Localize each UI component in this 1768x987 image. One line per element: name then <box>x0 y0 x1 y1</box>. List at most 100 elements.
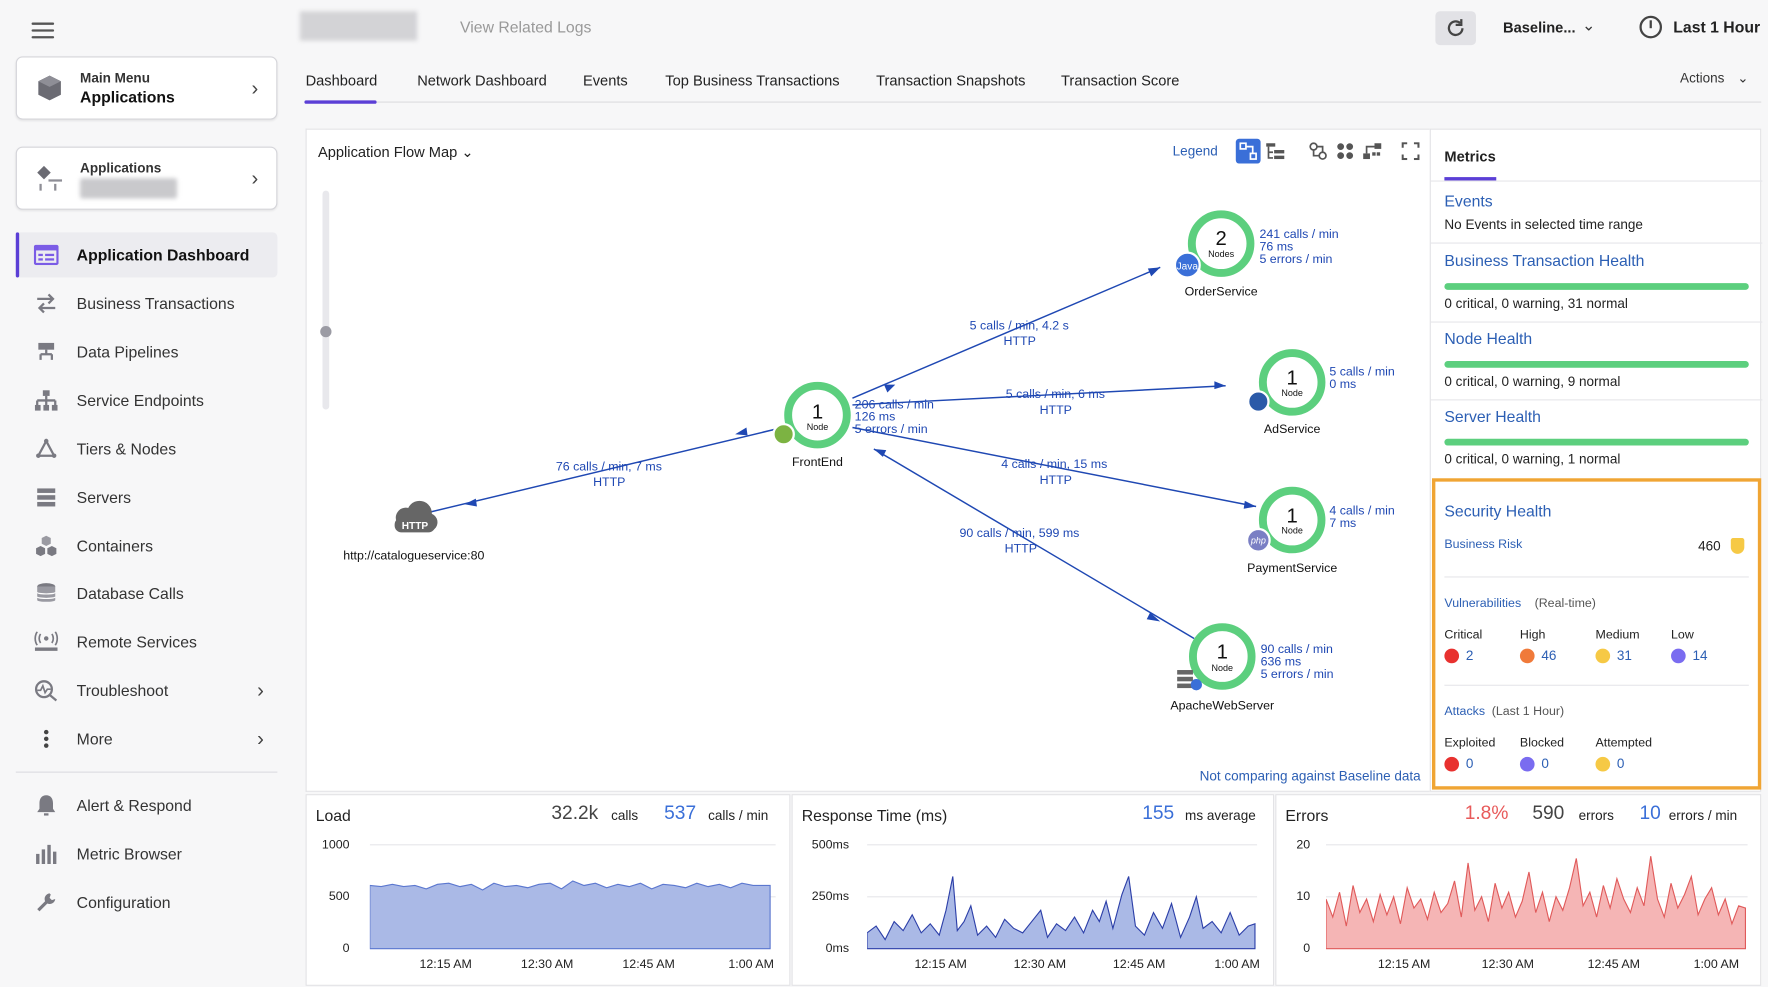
business-risk-link[interactable]: Business Risk <box>1444 538 1523 552</box>
node-unit: Nodes <box>1208 249 1235 259</box>
node-stat: 636 ms <box>1261 655 1302 669</box>
edge-frontend-adservice[interactable] <box>852 385 1226 406</box>
sidebar-item-label: Remote Services <box>76 632 197 651</box>
hamburger-menu-icon[interactable] <box>31 22 55 39</box>
attacks-link[interactable]: Attacks <box>1444 705 1486 719</box>
vuln-value-high[interactable]: 46 <box>1541 647 1557 664</box>
actions-menu[interactable]: Actions ⌄ <box>1680 70 1749 86</box>
events-link[interactable]: Events <box>1444 191 1493 210</box>
time-range-selector[interactable]: Last 1 Hour <box>1673 18 1761 37</box>
node-stat: 5 errors / min <box>855 422 928 436</box>
bell-icon <box>34 793 59 818</box>
sidebar-item-configuration[interactable]: Configuration <box>16 880 278 925</box>
edge-frontend-orderservice[interactable] <box>852 266 1161 399</box>
zoom-slider-handle[interactable] <box>320 325 332 338</box>
edge-frontend-paymentservice[interactable] <box>852 426 1257 508</box>
bt-health-bar <box>1444 283 1749 290</box>
tab-transaction-score[interactable]: Transaction Score <box>1061 72 1180 90</box>
tree-layout-button[interactable] <box>1263 139 1288 164</box>
response-time-chart-panel[interactable]: Response Time (ms) 155 ms average 500ms … <box>791 794 1275 986</box>
y-tick: 500ms <box>811 838 850 852</box>
applications-card[interactable]: Applications › <box>15 146 278 210</box>
sidebar-item-label: Servers <box>76 488 132 507</box>
attack-value-exploited[interactable]: 0 <box>1465 755 1474 772</box>
cluster-layout-button[interactable] <box>1360 139 1385 164</box>
node-unit: Node <box>807 422 829 432</box>
legend-link[interactable]: Legend <box>1172 143 1218 160</box>
fullscreen-button[interactable] <box>1398 139 1423 164</box>
sidebar-item-troubleshoot[interactable]: Troubleshoot › <box>16 668 278 713</box>
edge-apache-frontend[interactable] <box>873 448 1195 640</box>
vulnerabilities-link[interactable]: Vulnerabilities <box>1444 596 1522 611</box>
security-health-link[interactable]: Security Health <box>1444 501 1552 521</box>
main-menu-card[interactable]: Main Menu Applications › <box>15 56 278 120</box>
metrics-header[interactable]: Metrics <box>1444 147 1496 165</box>
auto-arrange-button[interactable] <box>1306 139 1331 164</box>
active-tab-indicator <box>304 100 377 104</box>
vuln-value-low[interactable]: 14 <box>1692 647 1708 664</box>
tree-layout-icon <box>1266 143 1285 160</box>
edge-label: HTTP <box>593 475 625 489</box>
sidebar-item-application-dashboard[interactable]: Application Dashboard <box>15 232 278 278</box>
edge-label: 76 calls / min, 7 ms <box>556 459 662 473</box>
refresh-button[interactable] <box>1435 11 1476 46</box>
sidebar-item-servers[interactable]: Servers <box>16 475 278 520</box>
sidebar-item-remote-services[interactable]: Remote Services <box>16 619 278 664</box>
node-frontend[interactable]: 1 Node FrontEnd 206 calls / min 126 ms 5… <box>772 381 934 469</box>
node-paymentservice[interactable]: 1 Node php PaymentService 4 calls / min … <box>1245 486 1395 575</box>
sidebar-item-data-pipelines[interactable]: Data Pipelines <box>16 329 278 374</box>
attack-value-attempted[interactable]: 0 <box>1616 755 1625 772</box>
node-apachewebserver[interactable]: 1 Node ApacheWebServer 90 calls / min 63… <box>1170 623 1334 713</box>
tab-transaction-snapshots[interactable]: Transaction Snapshots <box>876 72 1026 90</box>
bt-health-text: 0 critical, 0 warning, 31 normal <box>1444 295 1628 312</box>
sidebar-item-service-endpoints[interactable]: Service Endpoints <box>16 378 278 423</box>
load-total-unit: calls <box>611 807 639 824</box>
y-tick: 20 <box>1296 838 1311 852</box>
x-tick: 12:30 AM <box>1481 957 1535 972</box>
node-orderservice[interactable]: 2 Nodes Java OrderService 241 calls / mi… <box>1173 210 1339 299</box>
node-name: ApacheWebServer <box>1170 699 1274 713</box>
sidebar-item-more[interactable]: More › <box>16 716 278 761</box>
attack-value-blocked[interactable]: 0 <box>1541 755 1549 772</box>
node-unit: Node <box>1211 663 1233 673</box>
tab-events[interactable]: Events <box>582 72 628 90</box>
tab-dashboard[interactable]: Dashboard <box>305 72 378 90</box>
grid-layout-button[interactable] <box>1333 139 1358 164</box>
flow-layout-button[interactable] <box>1235 138 1261 164</box>
vuln-value-medium[interactable]: 31 <box>1616 647 1632 664</box>
tab-network-dashboard[interactable]: Network Dashboard <box>417 72 547 90</box>
chevron-down-icon[interactable]: ⌄ <box>1581 15 1596 34</box>
server-health-link[interactable]: Server Health <box>1444 407 1541 426</box>
node-health-link[interactable]: Node Health <box>1444 329 1533 348</box>
bt-health-link[interactable]: Business Transaction Health <box>1444 251 1645 270</box>
edge-frontend-catalogue[interactable] <box>424 426 783 514</box>
chevron-down-icon: ⌄ <box>1737 69 1749 86</box>
baseline-dropdown[interactable]: Baseline... <box>1503 19 1576 37</box>
errors-chart-panel[interactable]: Errors 1.8% 590 errors 10 errors / min 2… <box>1275 794 1762 986</box>
flow-map-title-dropdown[interactable]: Application Flow Map ⌄ <box>318 143 474 161</box>
divider <box>1430 399 1763 401</box>
vuln-value-critical[interactable]: 2 <box>1465 647 1474 664</box>
sidebar-divider <box>15 771 278 773</box>
tab-top-business-transactions[interactable]: Top Business Transactions <box>665 72 840 90</box>
sidebar-item-database-calls[interactable]: Database Calls <box>16 571 278 616</box>
chart-title: Response Time (ms) <box>801 806 948 825</box>
view-related-logs-button[interactable]: View Related Logs <box>460 18 592 37</box>
edge-arrowhead <box>464 498 477 507</box>
sidebar-item-business-transactions[interactable]: Business Transactions <box>16 281 278 326</box>
sidebar-item-containers[interactable]: Containers <box>16 523 278 568</box>
sidebar-item-tiers-nodes[interactable]: Tiers & Nodes <box>16 426 278 471</box>
bar-chart-icon <box>34 841 59 866</box>
zoom-slider-track[interactable] <box>322 190 330 410</box>
node-name: OrderService <box>1185 285 1258 299</box>
node-name: http://catalogueservice:80 <box>343 548 484 562</box>
sidebar-item-alert-respond[interactable]: Alert & Respond <box>16 783 278 828</box>
node-catalogue-http[interactable]: HTTP http://catalogueservice:80 <box>343 500 484 563</box>
vuln-label-high: High <box>1519 628 1546 642</box>
edge-arrowhead <box>1214 381 1226 390</box>
sidebar-item-metric-browser[interactable]: Metric Browser <box>16 831 278 876</box>
node-adservice[interactable]: 1 Node AdService 5 calls / min 0 ms <box>1247 349 1395 436</box>
redacted-button[interactable] <box>299 11 418 41</box>
php-icon <box>1245 527 1271 553</box>
load-chart-panel[interactable]: Load 32.2k calls 537 calls / min 1000 50… <box>305 794 791 986</box>
